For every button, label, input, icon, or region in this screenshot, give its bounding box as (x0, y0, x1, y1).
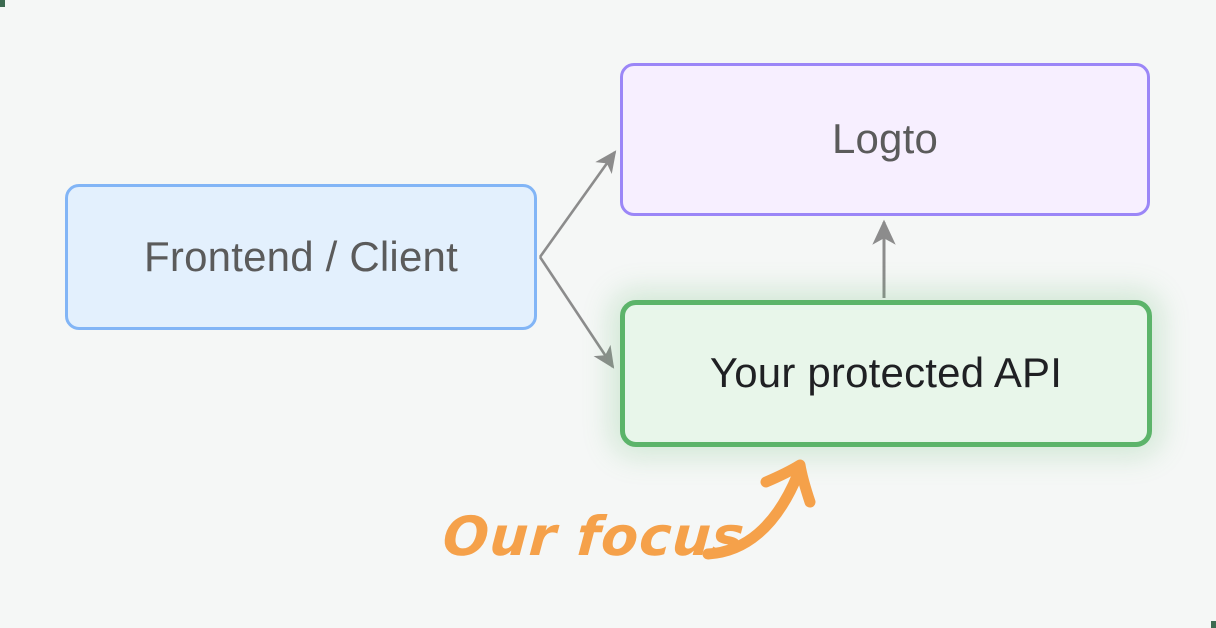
node-logto-label: Logto (831, 115, 939, 163)
node-frontend-client[interactable]: Frontend / Client (65, 184, 537, 330)
node-logto[interactable]: Logto (620, 63, 1150, 216)
corner-marker-top-left (0, 0, 5, 7)
edge-frontend-to-logto (538, 150, 617, 258)
corner-marker-bottom-right (1211, 621, 1216, 628)
node-protected-api-label: Your protected API (709, 349, 1063, 397)
node-frontend-client-label: Frontend / Client (144, 232, 458, 280)
edge-frontend-to-api (538, 256, 615, 369)
annotation-our-focus: Our focus (440, 505, 748, 568)
node-protected-api[interactable]: Your protected API (620, 300, 1152, 447)
